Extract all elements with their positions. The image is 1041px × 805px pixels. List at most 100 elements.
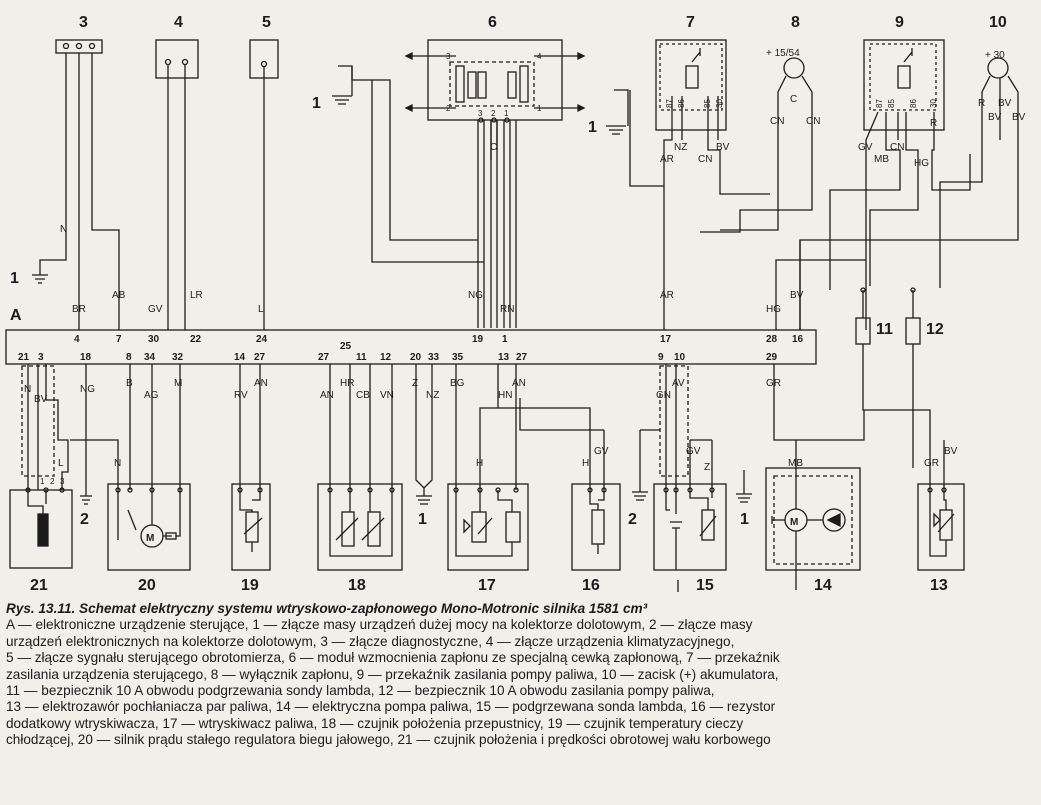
ecu-pin: 27 [516,352,528,363]
ecu-pin: 30 [148,334,160,345]
component-15-number: 15 [696,577,714,594]
component-13-number: 13 [930,577,948,594]
wire-label: C [790,94,797,105]
caption-line: 5 — złącze sygnału sterującego obrotomie… [6,650,780,666]
wire-label: BV [34,394,48,405]
relay-pin-label: 87 [875,99,884,108]
wire-label: AB [112,290,126,301]
wire-label: GN [656,390,671,401]
ecu-pin: 32 [172,352,184,363]
wire-label: HG [914,158,929,169]
wire-label: N [24,384,31,395]
sensor-pin-label: 2 [50,477,55,486]
wire-label: H [476,458,483,469]
ecu-pin: 28 [766,334,778,345]
wire-label: CN [770,116,784,127]
ground-mark-symbol [332,65,484,263]
wire-label: AN [512,378,526,389]
component-5-number: 5 [262,14,271,31]
figure-caption: Rys. 13.11. Schemat elektryczny systemu … [6,601,1036,749]
crankshaft-sensor [9,487,73,569]
wire-label: MB [788,458,803,469]
caption-line: dodatkowy wtryskiwacza, 17 — wtryskiwacz… [6,715,744,731]
wire-label: BV [716,142,730,153]
relay-pin-label: 85 [887,99,896,108]
component-6-number: 6 [488,14,497,31]
component-3-number: 3 [79,14,88,31]
ac-connector [155,39,199,330]
fuel-pump-relay [829,39,971,330]
wire-label: LR [190,290,203,301]
ecu-pin: 3 [38,352,44,363]
component-9-number: 9 [895,14,904,31]
injector-resistor [571,483,621,571]
wire-label: CN [890,142,904,153]
wire-label: AR [660,290,674,301]
fuse-12 [905,287,921,440]
wire-label: CB [356,390,370,401]
wire-label: MB [874,154,889,165]
wire-label: NZ [426,390,439,401]
ecu-pin: 1 [502,334,508,345]
ecu-pin: 22 [190,334,202,345]
ecu-label: A [10,307,22,324]
svg-text:M: M [146,533,154,544]
wire-label: L [258,304,264,315]
wire-label: N [60,224,67,235]
ecu-pin: 8 [126,352,132,363]
coil-pin-label: 4 [537,52,542,61]
ecu-pin: 16 [792,334,804,345]
fuse-11-number: 11 [876,321,893,338]
caption-line: chłodzącej, 20 — silnik prądu stałego re… [6,732,771,748]
tachometer-connector [249,39,279,330]
wire-label: AG [144,390,159,401]
wire-label: AN [320,390,334,401]
wire-label: R [930,118,937,129]
ground-mark-1-lower: 2 [628,511,637,528]
lambda-sensor [653,483,727,571]
caption-line: 11 — bezpiecznik 10 A obwodu podgrzewani… [6,683,715,699]
ecu-pin: 34 [144,352,156,363]
wire-label: GV [148,304,163,315]
wire-label: RN [500,304,514,315]
ground-mark-1-top: 1 [10,270,19,287]
ground-mark-2-lower: 1 [740,511,749,528]
wiring-diagram: 3 4 5 6 7 8 9 10 N BR AB 1 GV LR L [5,14,1026,594]
fuel-injector [447,483,529,571]
wire-label: HG [766,304,781,315]
coil-pin-label: 3 [478,109,483,118]
wire-label: Z [412,378,418,389]
ecu-pin: 24 [256,334,268,345]
relay-pin-label: 85 [703,99,712,108]
lower-wiring [21,364,945,592]
battery-terminal [799,57,1019,330]
wire-label: H [582,458,589,469]
wire-label: GV [858,142,873,153]
wire-label: Z [704,462,710,473]
ignition-module [404,39,586,328]
component-21-number: 21 [30,577,48,594]
component-20-number: 20 [138,577,156,594]
ecu-pin: 4 [74,334,80,345]
relay-pin-label: 30 [715,99,724,108]
wire-label: AR [660,154,674,165]
caption-line: A — elektroniczne urządzenie sterujące, … [6,617,753,633]
wire-label: GR [766,378,781,389]
wire-label: BV [1012,112,1026,123]
caption-line: urządzeń elektronicznych na kolektorze d… [6,633,735,649]
coil-pin-label: 2 [446,104,451,113]
ecu-pin: 21 [18,352,30,363]
coil-pin-label: 3 [446,52,451,61]
ground-mark-1: 1 [312,95,321,112]
component-17-number: 17 [478,577,496,594]
ignition-switch [700,57,813,233]
ecu-pin: 14 [234,352,246,363]
ecu-pin: 11 [356,352,367,363]
diagnostic-connector [32,39,120,330]
caption-line: 13 — elektrozawór pochłaniacza par paliw… [6,699,776,715]
wire-label: BR [72,304,86,315]
electric-fuel-pump: M [765,467,861,590]
wire-label: BV [790,290,804,301]
component-19-number: 19 [241,577,259,594]
ecu-pin: 29 [766,352,778,363]
